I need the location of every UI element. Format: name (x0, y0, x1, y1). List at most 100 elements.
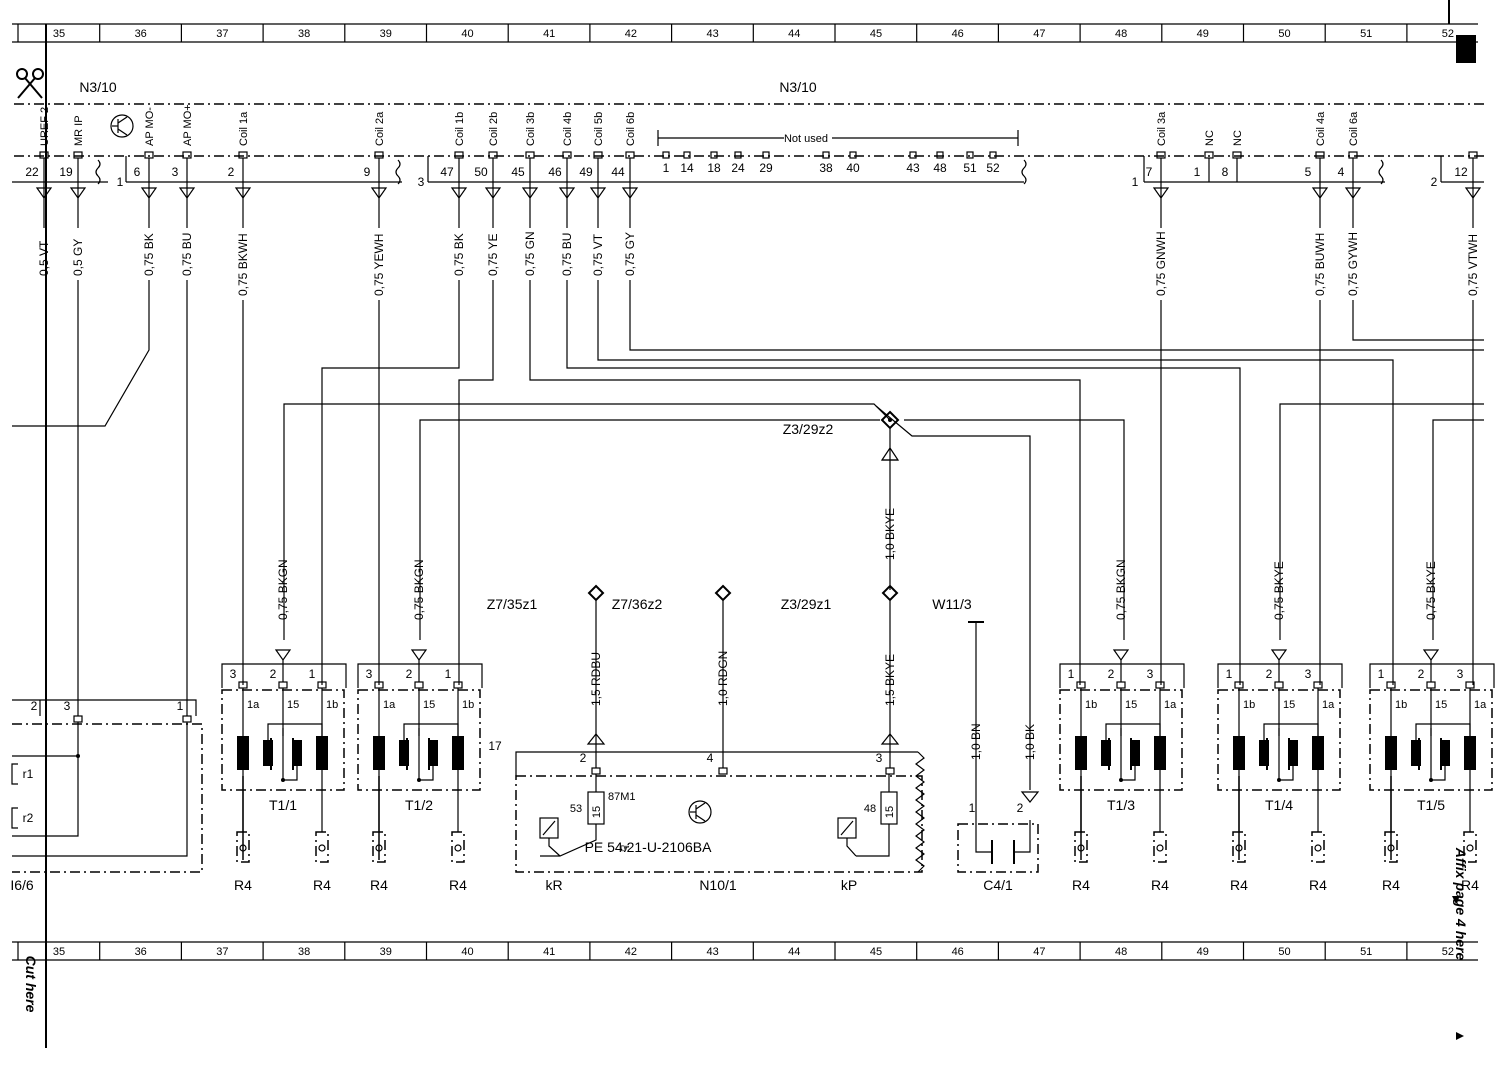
pin-number: 22 (25, 165, 39, 179)
coil-branch-wire-label: 0,75 BKYE (1424, 561, 1438, 620)
coil-pin: 1 (309, 667, 316, 681)
unused-pin: 43 (906, 161, 920, 175)
unused-pin: 38 (819, 161, 833, 175)
svg-text:2: 2 (1017, 801, 1024, 815)
grid-column-label: 50 (1278, 28, 1290, 40)
pin-number: 4 (1338, 165, 1345, 179)
grid-column-label: 37 (216, 28, 228, 40)
svg-text:kP: kP (841, 877, 857, 893)
signal-label: Coil 5b (593, 112, 605, 146)
routed-wires (12, 280, 1484, 790)
coil-name: T1/2 (405, 797, 433, 813)
coil-terminal: 1b (462, 699, 474, 711)
grid-column-label: 38 (298, 28, 310, 40)
wire-label: 0,75 GYWH (1346, 232, 1360, 296)
affix-page-label: Affix page 4 here (1453, 847, 1469, 961)
svg-text:1,5 RDBU: 1,5 RDBU (589, 652, 603, 706)
wire-label: 0,75 BKWH (236, 233, 250, 296)
pin-number: 50 (474, 165, 488, 179)
signal-pin: Coil 2a9 (364, 111, 388, 200)
connector-3-label: 3 (418, 175, 425, 189)
coil-terminal: 15 (1435, 699, 1447, 711)
coil-terminal: 15 (1283, 699, 1295, 711)
spark-plug-label: R4 (1461, 877, 1479, 893)
signal-label: Coil 2b (488, 112, 500, 146)
svg-text:W11/3: W11/3 (932, 596, 972, 612)
grid-column-label: 46 (952, 28, 964, 40)
coil-pin: 1 (1378, 667, 1385, 681)
grid-column-label: 41 (543, 946, 555, 958)
grid-column-label: 36 (135, 28, 147, 40)
coil-branch-wire-label: 0,75 BKGN (412, 559, 426, 620)
n3-label-center: N3/10 (779, 79, 817, 95)
svg-text:N10/1: N10/1 (699, 877, 737, 893)
signal-pin: AP MO-6 (134, 107, 158, 200)
page-marker-block (1456, 35, 1476, 63)
grid-column-label: 35 (53, 28, 65, 40)
svg-text:C4/1: C4/1 (983, 877, 1013, 893)
coil-branch-wire-label: 0,75 BKGN (276, 559, 290, 620)
svg-text:1: 1 (177, 699, 184, 713)
pin-number: 47 (440, 165, 454, 179)
svg-text:2: 2 (31, 699, 38, 713)
coil-pin: 3 (366, 667, 373, 681)
grid-column-label: 45 (870, 28, 882, 40)
coil-terminal: 15 (1125, 699, 1137, 711)
svg-text:I6/6: I6/6 (10, 877, 34, 893)
signal-pin: Coil 6a4 (1338, 111, 1362, 200)
coil-terminal: 1a (1474, 699, 1487, 711)
coil-name: T1/4 (1265, 797, 1293, 813)
pin-number: 2 (228, 165, 235, 179)
splice-z7-36z2: Z7/36z2 1,0 RDGN (612, 584, 732, 768)
coil-terminal: 1b (1243, 699, 1255, 711)
svg-text:53: 53 (570, 803, 582, 815)
pin-number: 8 (1222, 165, 1229, 179)
svg-text:1,5 BKYE: 1,5 BKYE (883, 654, 897, 706)
pin-number: 9 (364, 165, 371, 179)
svg-text:1,0 BN: 1,0 BN (969, 723, 983, 760)
coil-pin: 1 (1226, 667, 1233, 681)
grid-column-label: 39 (380, 946, 392, 958)
unused-pin: 1 (663, 161, 670, 175)
svg-text:48: 48 (864, 803, 876, 815)
coil-name: T1/3 (1107, 797, 1135, 813)
svg-text:kR: kR (545, 877, 562, 893)
spark-plug-label: R4 (370, 877, 388, 893)
connector-1-label: 1 (117, 175, 124, 189)
pointing-hand-icon: ☞ (620, 843, 630, 855)
signal-label: Coil 3a (1156, 111, 1168, 146)
signal-label: Coil 3b (525, 112, 537, 146)
grid-column-label: 51 (1360, 946, 1372, 958)
coil-pin: 3 (1457, 667, 1464, 681)
grid-column-label: 37 (216, 946, 228, 958)
signal-label: MR IP (73, 115, 85, 146)
coil-terminal: 1b (326, 699, 338, 711)
svg-text:r1: r1 (23, 767, 34, 781)
cut-here-label: Cut here (23, 956, 39, 1013)
pin-number: 3 (172, 165, 179, 179)
svg-text:3: 3 (876, 751, 883, 765)
grid-column-label: 42 (625, 946, 637, 958)
module-i6-6: 2 3 1 r1 r2 I6/6 (10, 699, 203, 893)
wire-label: 0,75 VT (591, 233, 605, 276)
arrow-down-icon (1452, 896, 1460, 904)
coil-pin: 2 (1108, 667, 1115, 681)
svg-text:3: 3 (64, 699, 71, 713)
grid-column-label: 49 (1197, 946, 1209, 958)
grid-column-label: 41 (543, 28, 555, 40)
coil-terminal: 1a (1322, 699, 1335, 711)
svg-text:87M1: 87M1 (608, 791, 636, 803)
svg-text:15: 15 (884, 806, 896, 818)
pin-number: 12 (1454, 165, 1468, 179)
coil-pin: 3 (1305, 667, 1312, 681)
module-n10-1: 17 2 4 3 53 15 87M1 kR 48 15 kP (488, 739, 925, 893)
grid-column-label: 39 (380, 28, 392, 40)
grid-column-label: 47 (1033, 946, 1045, 958)
svg-text:PE 54.21-U-2106BA: PE 54.21-U-2106BA (585, 839, 713, 855)
